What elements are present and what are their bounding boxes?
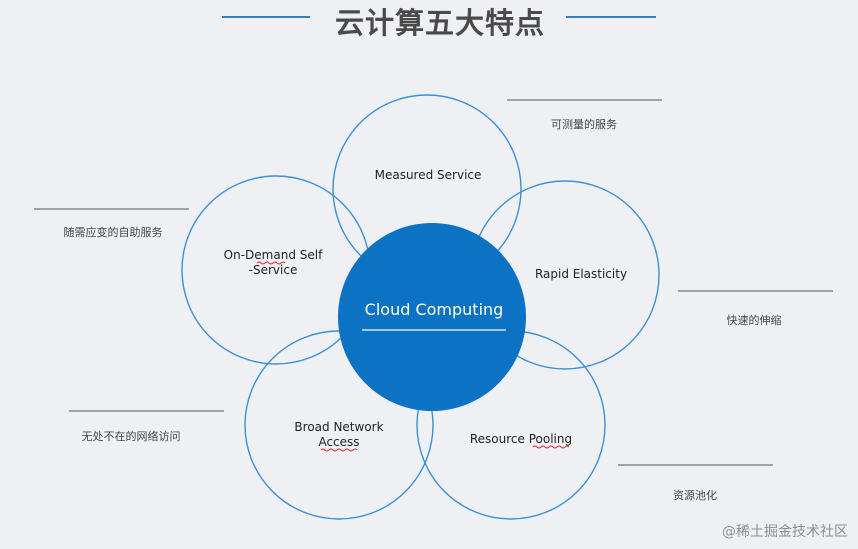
label-on-demand-line1: On-Demand Self: [224, 248, 323, 262]
label-rapid-elasticity: Rapid Elasticity: [535, 267, 627, 281]
note-measured-service: 可测量的服务: [551, 117, 617, 131]
note-broad-network-access: 无处不在的网络访问: [82, 429, 181, 443]
note-rapid-elasticity: 快速的伸缩: [727, 313, 782, 327]
title-left-rule: [222, 16, 310, 18]
label-measured-service: Measured Service: [375, 168, 482, 182]
label-on-demand-line2: -Service: [249, 263, 298, 277]
label-broad-network-line1: Broad Network: [294, 420, 383, 434]
label-broad-network-line2: Access: [318, 435, 359, 449]
note-resource-pooling: 资源池化: [673, 488, 717, 502]
watermark: @稀土掘金技术社区: [722, 524, 848, 540]
center-label: Cloud Computing: [365, 300, 504, 319]
spellcheck-squiggle: [320, 448, 358, 452]
title-right-rule: [566, 16, 656, 18]
note-on-demand-self-service: 随需应变的自助服务: [64, 225, 163, 239]
center-circle: [338, 223, 526, 411]
spellcheck-squiggle: [256, 261, 286, 265]
circle-broad-network-access: [244, 330, 434, 520]
spellcheck-squiggle: [532, 445, 570, 449]
diagram-title: 云计算五大特点: [334, 6, 545, 40]
label-resource-pooling: Resource Pooling: [470, 432, 572, 446]
